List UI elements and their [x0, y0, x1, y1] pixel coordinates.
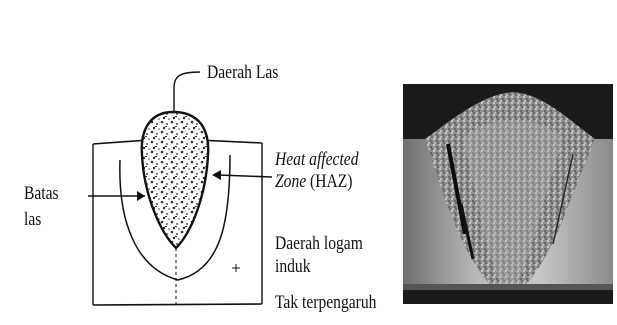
weld-area-leader [174, 72, 200, 113]
haz-label-2: Zone (HAZ) [275, 172, 352, 192]
base-metal-label-2: induk [275, 257, 310, 277]
haz-label-zone: Zone [275, 171, 306, 192]
base-metal-marker [232, 264, 240, 272]
base-metal-label-1: Daerah logam [275, 234, 363, 254]
plate-bottom-edge [93, 304, 262, 305]
weld-metal-zone [142, 112, 208, 248]
weld-macro-photo [403, 84, 613, 304]
fusion-line-label-1: Batas [24, 184, 59, 204]
base-metal-label-3: Tak terpengaruh [275, 293, 376, 313]
haz-label-1: Heat affected [275, 150, 358, 170]
fusion-line-label-2: las [24, 210, 41, 230]
haz-label-abbrev: (HAZ) [306, 171, 352, 192]
weld-area-label: Daerah Las [207, 63, 278, 83]
haz-arrow [218, 175, 272, 177]
